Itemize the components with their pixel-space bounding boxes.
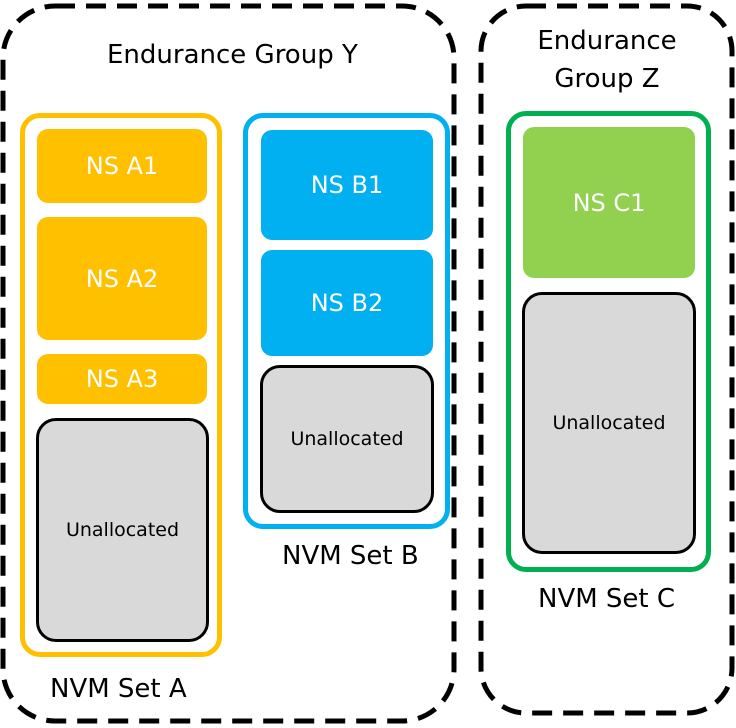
nvm-set-c-label: NVM Set C [538,584,676,614]
nvm-set-a [20,113,222,657]
ns-b1: NS B1 [261,130,433,240]
nvm-set-c [506,111,711,572]
ns-c1: NS C1 [523,127,695,278]
nvm-set-b [243,113,450,529]
ns-a2: NS A2 [37,217,207,340]
endurance-group-z-border [478,3,735,716]
ns-b2: NS B2 [261,250,433,356]
endurance-group-y-border [0,3,457,724]
unallocated-set-b: Unallocated [260,365,434,513]
nvm-set-a-label: NVM Set A [50,674,187,704]
unallocated-set-c: Unallocated [522,292,696,554]
ns-a1: NS A1 [37,129,207,203]
endurance-group-z-title-line1: Endurance [537,26,677,56]
ns-a3: NS A3 [37,354,207,404]
endurance-group-y-title: Endurance Group Y [107,40,358,70]
endurance-group-z-title: Endurance Group Z [537,22,677,98]
nvm-set-b-label: NVM Set B [282,541,419,571]
unallocated-set-a: Unallocated [36,418,209,642]
endurance-group-z-title-line2: Group Z [554,64,660,94]
